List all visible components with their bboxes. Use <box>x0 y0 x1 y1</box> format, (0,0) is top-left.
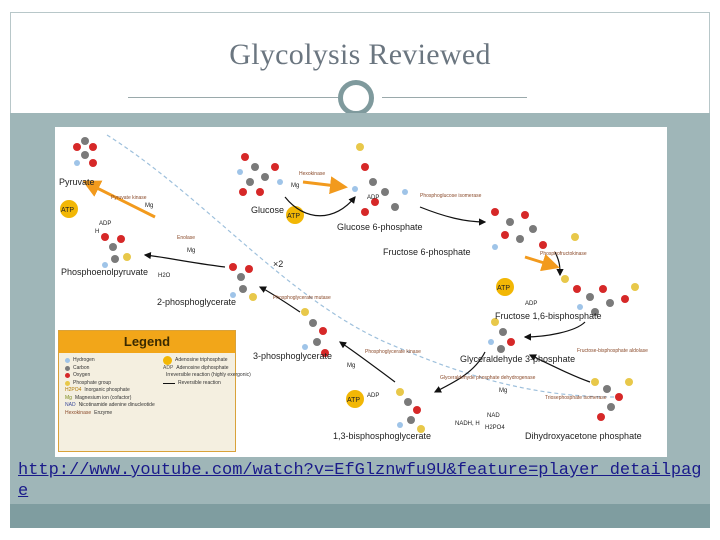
atp-icon <box>163 356 172 366</box>
label-tpi: Triosephosphate isomerase <box>545 395 607 401</box>
svg-text:ATP: ATP <box>497 285 510 292</box>
label-pi: H2PO4 <box>485 425 505 431</box>
arrow-gapdh <box>433 351 486 393</box>
label-dhap: Dihydroxyacetone phosphate <box>525 431 642 441</box>
label-adp: ADP <box>525 301 537 307</box>
label-enolase: Enolase <box>177 235 195 241</box>
atp-badge: ATP <box>286 206 304 224</box>
legend-item-reversible: Reversible reaction <box>163 380 233 388</box>
label-adp: ADP <box>367 393 379 399</box>
arrow-hexokinase-orange <box>302 176 348 195</box>
label-adp: ADP <box>99 221 111 227</box>
label-hexokinase: Hexokinase <box>299 171 325 177</box>
label-mg: Mg <box>291 183 299 189</box>
svg-text:ATP: ATP <box>61 207 74 214</box>
label-nadh: NADH, H <box>455 421 480 427</box>
black-arrow-icon <box>163 382 175 384</box>
times-two-label: ×2 <box>273 259 283 269</box>
arrow-pgk <box>339 341 396 383</box>
label-phosphoglucose-isomerase: Phosphoglucose isomerase <box>420 193 482 199</box>
glycolysis-diagram-svg: ×2 <box>59 134 648 441</box>
legend-item-carbon: Carbon <box>65 365 160 373</box>
label-mg: Mg <box>145 203 153 209</box>
label-fructose-6p: Fructose 6-phosphate <box>383 247 471 257</box>
label-pgm: Phosphoglycerate mutase <box>273 295 331 301</box>
label-g3p: Glyceraldehyde 3-phosphate <box>460 354 575 364</box>
arrow-tpi <box>528 354 591 383</box>
label-fructose-16bp: Fructose 1,6-bisphosphate <box>495 311 602 321</box>
molecule-2pg <box>229 263 257 301</box>
legend-box: Legend Hydrogen Carbon Oxygen Phosphate … <box>58 330 251 452</box>
molecule-glucose-6p <box>352 143 408 216</box>
svg-text:ATP: ATP <box>347 397 360 404</box>
arrow-enolase <box>143 252 226 268</box>
oxygen-icon <box>65 373 70 379</box>
label-aldolase: Fructose-bisphosphate aldolase <box>577 348 648 354</box>
youtube-link[interactable]: http://www.youtube.com/watch?v=EfGlznwfu… <box>18 461 702 501</box>
molecule-glucose <box>237 153 283 196</box>
carbon-icon <box>65 365 70 371</box>
arrow-aldolase <box>523 321 586 341</box>
label-pyruvate: Pyruvate <box>59 177 95 187</box>
legend-item-oxygen: Oxygen <box>65 372 160 380</box>
molecule-dhap <box>591 378 633 421</box>
label-h2o: H2O <box>158 273 171 279</box>
label-3pg: 3-phosphoglycerate <box>253 351 332 361</box>
slide-title: Glycolysis Reviewed <box>229 38 491 71</box>
label-glucose: Glucose <box>251 205 284 215</box>
arrow-pyruvate-kinase-orange <box>82 180 156 219</box>
arrow-pfk-orange <box>524 253 560 272</box>
label-glucose-6p: Glucose 6-phosphate <box>337 222 423 232</box>
molecule-pyruvate <box>73 137 97 167</box>
label-mg: Mg <box>187 248 195 254</box>
label-h: H <box>95 229 99 235</box>
content-band-bottom <box>10 504 710 528</box>
legend-item-hydrogen: Hydrogen <box>65 357 160 365</box>
molecule-g3p <box>488 318 515 353</box>
molecule-fructose-16bp <box>561 275 639 316</box>
label-gapdh: Glyceraldehyde phosphate dehydrogenase <box>440 375 536 381</box>
arrow-pgm <box>258 286 301 313</box>
label-pep: Phosphoenolpyruvate <box>61 267 148 277</box>
title-rule-right <box>382 97 527 98</box>
atp-badge: ATP <box>346 390 364 408</box>
label-phosphofructokinase: Phosphofructokinase <box>540 251 587 257</box>
hydrogen-icon <box>65 358 70 364</box>
svg-text:ATP: ATP <box>287 213 300 220</box>
legend-item-phosphate: Phosphate group <box>65 380 160 388</box>
atp-badge: ATP <box>60 200 78 218</box>
molecule-pep <box>101 233 131 268</box>
label-mg: Mg <box>499 388 507 394</box>
legend-item-atp: Adenosine triphosphate <box>163 356 233 366</box>
arrow-pgi <box>419 206 487 226</box>
ring-ornament <box>338 80 374 116</box>
atp-badge: ATP <box>496 278 514 296</box>
label-pgk: Phosphoglycerate kinase <box>365 349 421 355</box>
arrow-hexokinase <box>284 196 356 217</box>
legend-item-irreversible: Irreversible reaction (highly exergonic) <box>166 372 251 378</box>
title-rule-left <box>128 97 338 98</box>
legend-column-left: Hydrogen Carbon Oxygen Phosphate group H… <box>65 357 160 417</box>
label-mg: Mg <box>347 363 355 369</box>
pathway-dashed-curve <box>106 134 616 398</box>
label-13bpg: 1,3-bisphosphoglycerate <box>333 431 431 441</box>
label-2pg: 2-phosphoglycerate <box>157 297 236 307</box>
label-nad: NAD <box>487 413 500 419</box>
molecule-fructose-6p <box>491 208 579 250</box>
phosphate-icon <box>65 380 70 386</box>
label-adp: ADP <box>367 195 379 201</box>
label-pyruvate-kinase: Pyruvate kinase <box>111 195 147 201</box>
legend-title: Legend <box>59 331 235 353</box>
molecule-13bpg <box>396 388 425 433</box>
molecule-3pg <box>301 308 329 357</box>
